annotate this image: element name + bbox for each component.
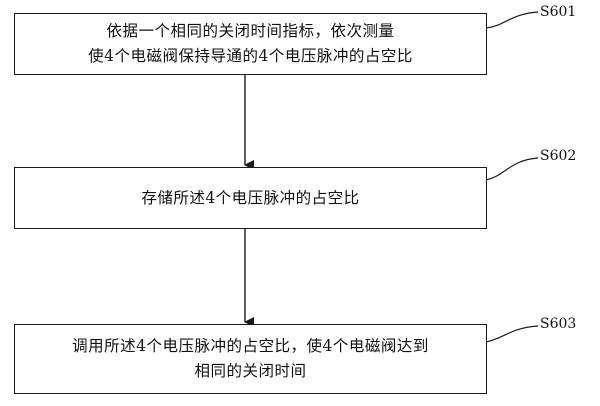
step-s601-line-1: 依据一个相同的关闭时间指标，依次测量	[106, 22, 395, 40]
leader-s602	[485, 157, 539, 181]
step-s603-line-2: 相同的关闭时间	[194, 362, 307, 380]
step-s602-line-1: 存储所述4个电压脉冲的占空比	[141, 188, 360, 207]
leader-s603	[485, 325, 539, 343]
step-s603-line-1: 调用所述4个电压脉冲的占空比，使4个电磁阀达到	[72, 337, 429, 355]
step-label-s603: S603	[540, 316, 577, 332]
step-label-s601: S601	[540, 4, 577, 20]
leader-s601	[485, 11, 539, 29]
step-s601-line-2: 使4个电磁阀保持导通的4个电压脉冲的占空比	[88, 47, 413, 65]
step-label-s602: S602	[540, 148, 577, 164]
step-box-s601: 依据一个相同的关闭时间指标，依次测量 使4个电磁阀保持导通的4个电压脉冲的占空比	[14, 13, 487, 75]
step-box-s603: 调用所述4个电压脉冲的占空比，使4个电磁阀达到 相同的关闭时间	[14, 324, 487, 394]
step-box-s602: 存储所述4个电压脉冲的占空比	[14, 167, 487, 229]
